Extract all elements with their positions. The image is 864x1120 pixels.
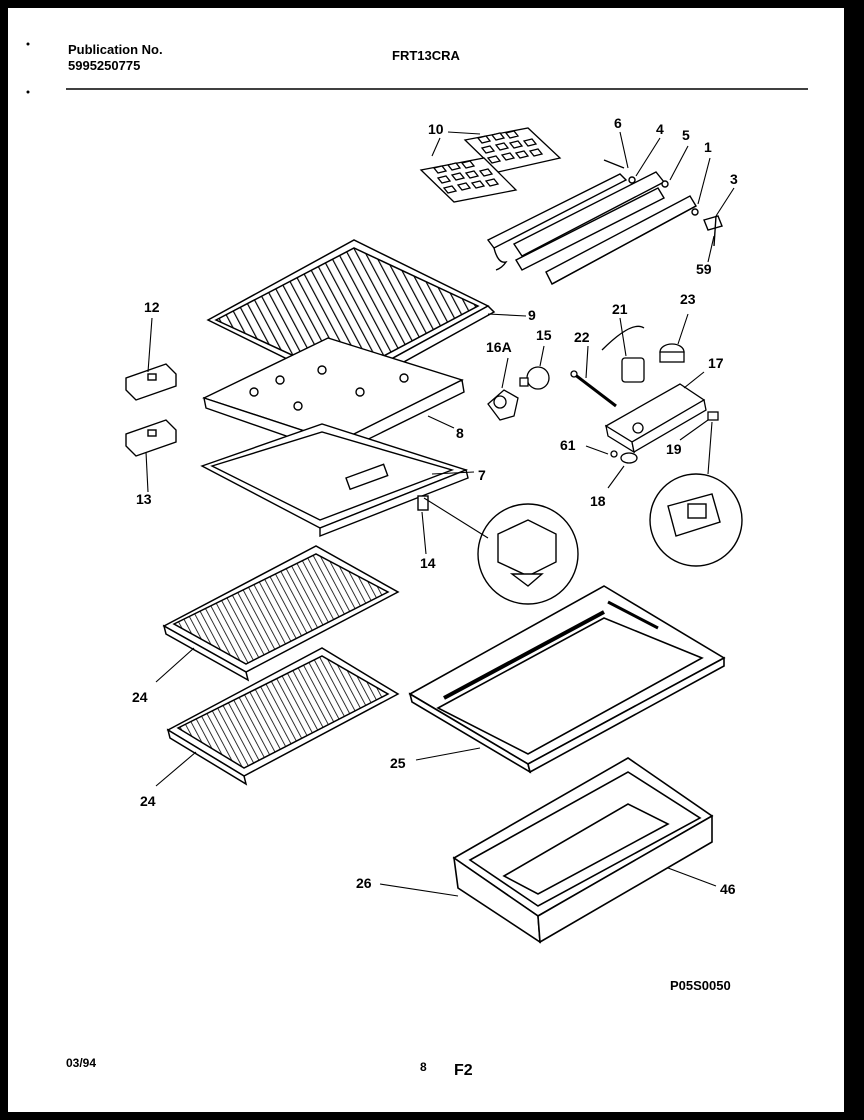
publication-label: Publication No. (68, 42, 163, 57)
ice-trays (419, 127, 562, 203)
callout-24-upper: 24 (132, 689, 148, 705)
callout-59: 59 (696, 261, 712, 277)
light-shield (200, 423, 469, 538)
drawing-code: P05S0050 (670, 978, 731, 993)
parts-page: Publication No. 5995250775 FRT13CRA (8, 8, 844, 1112)
callout-12: 12 (144, 299, 160, 315)
wire-shelf-lower (166, 647, 400, 786)
callout-labels: 10 6 4 5 1 3 59 9 12 13 8 7 14 16A 15 22… (132, 115, 738, 897)
margin-dot (26, 90, 30, 94)
control-channel (486, 159, 723, 285)
page-number: 8 (420, 1060, 427, 1074)
crisper-pan (452, 757, 714, 944)
callout-15: 15 (536, 327, 552, 343)
callout-8: 8 (456, 425, 464, 441)
callout-7: 7 (478, 467, 486, 483)
callout-21: 21 (612, 301, 628, 317)
callout-6: 6 (614, 115, 622, 131)
wire-shelf-upper (162, 545, 400, 682)
callout-19: 19 (666, 441, 682, 457)
model-number: FRT13CRA (392, 48, 460, 63)
callout-16a: 16A (486, 339, 512, 355)
callout-3: 3 (730, 171, 738, 187)
callout-13: 13 (136, 491, 152, 507)
crisper-cover (408, 585, 726, 774)
callout-24-lower: 24 (140, 793, 156, 809)
dairy-bins (125, 363, 177, 457)
callout-23: 23 (680, 291, 696, 307)
callout-4: 4 (656, 121, 664, 137)
callout-9: 9 (528, 307, 536, 323)
callout-10: 10 (428, 121, 444, 137)
revision-date: 03/94 (66, 1056, 97, 1070)
callout-1: 1 (704, 139, 712, 155)
control-parts (601, 325, 719, 464)
callout-25: 25 (390, 755, 406, 771)
callout-14: 14 (420, 555, 436, 571)
switch-detail (649, 473, 743, 567)
light-switch (417, 495, 579, 605)
lamp-parts (487, 366, 617, 421)
section-code: F2 (454, 1062, 473, 1079)
callout-46: 46 (720, 881, 736, 897)
margin-dot (26, 42, 30, 46)
publication-number: 5995250775 (68, 58, 141, 73)
light-bulb (526, 366, 550, 390)
callout-18: 18 (590, 493, 606, 509)
leader-lines (145, 131, 735, 897)
callout-22: 22 (574, 329, 590, 345)
exploded-parts-diagram: 10 6 4 5 1 3 59 9 12 13 8 7 14 16A 15 22… (26, 42, 808, 944)
callout-5: 5 (682, 127, 690, 143)
callout-26: 26 (356, 875, 372, 891)
callout-61: 61 (560, 437, 576, 453)
callout-17: 17 (708, 355, 724, 371)
